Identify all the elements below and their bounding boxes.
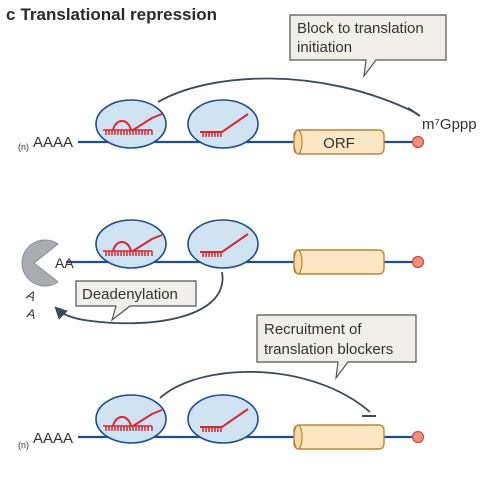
callout-block-line-2: initiation	[297, 39, 352, 56]
cap-label: m⁷Gppp	[422, 116, 477, 133]
cap-dot-1	[411, 135, 425, 149]
mrna-row-2: AA A A Deadenylation	[21, 219, 425, 325]
released-a-1: A	[24, 287, 38, 304]
cap-dot-2	[411, 255, 425, 269]
poly-a-tail-3: AAAA	[33, 430, 73, 447]
deadenylation-arrow	[54, 271, 224, 325]
mirisc-complex-1a	[95, 99, 167, 149]
cap-dot-3	[411, 430, 425, 444]
poly-a-subscript-3: (n)	[18, 440, 29, 450]
panel-title-text: Translational repression	[20, 5, 217, 24]
callout-deadenylation	[75, 280, 197, 322]
poly-a-subscript-1: (n)	[18, 142, 29, 152]
released-a-2: A	[25, 305, 38, 322]
inhibition-bar-1	[407, 107, 421, 117]
mirisc-complex-2b	[187, 219, 259, 269]
inhibition-arc-3	[159, 371, 371, 413]
orf-label: ORF	[323, 135, 355, 152]
mrna-row-1: (n) AAAA ORF m⁷Gppp Block	[18, 14, 477, 155]
orf-cylinder-3	[293, 424, 385, 450]
mrna-row-3: (n) AAAA Recruitment of translation bloc…	[18, 314, 425, 450]
callout-block-line-1: Block to translation	[297, 20, 424, 37]
mirisc-complex-3a	[95, 394, 167, 444]
orf-cylinder-1	[293, 129, 385, 155]
poly-a-tail-1: AAAA	[33, 134, 73, 151]
mirisc-complex-1b	[187, 99, 259, 149]
mirisc-complex-3b	[187, 394, 259, 444]
shortened-tail: AA	[55, 255, 74, 271]
callout-recruitment-line-2: translation blockers	[264, 341, 393, 358]
mirisc-complex-2a	[95, 219, 167, 269]
inhibition-arc-1	[157, 77, 415, 113]
deadenylase-enzyme	[21, 239, 59, 287]
panel-letter: c	[6, 5, 16, 24]
callout-block-initiation	[289, 14, 447, 79]
orf-cylinder-2	[293, 249, 385, 275]
callout-deadenylation-text: Deadenylation	[82, 286, 178, 303]
callout-recruitment-line-1: Recruitment of	[264, 321, 362, 338]
callout-recruitment	[256, 314, 417, 381]
